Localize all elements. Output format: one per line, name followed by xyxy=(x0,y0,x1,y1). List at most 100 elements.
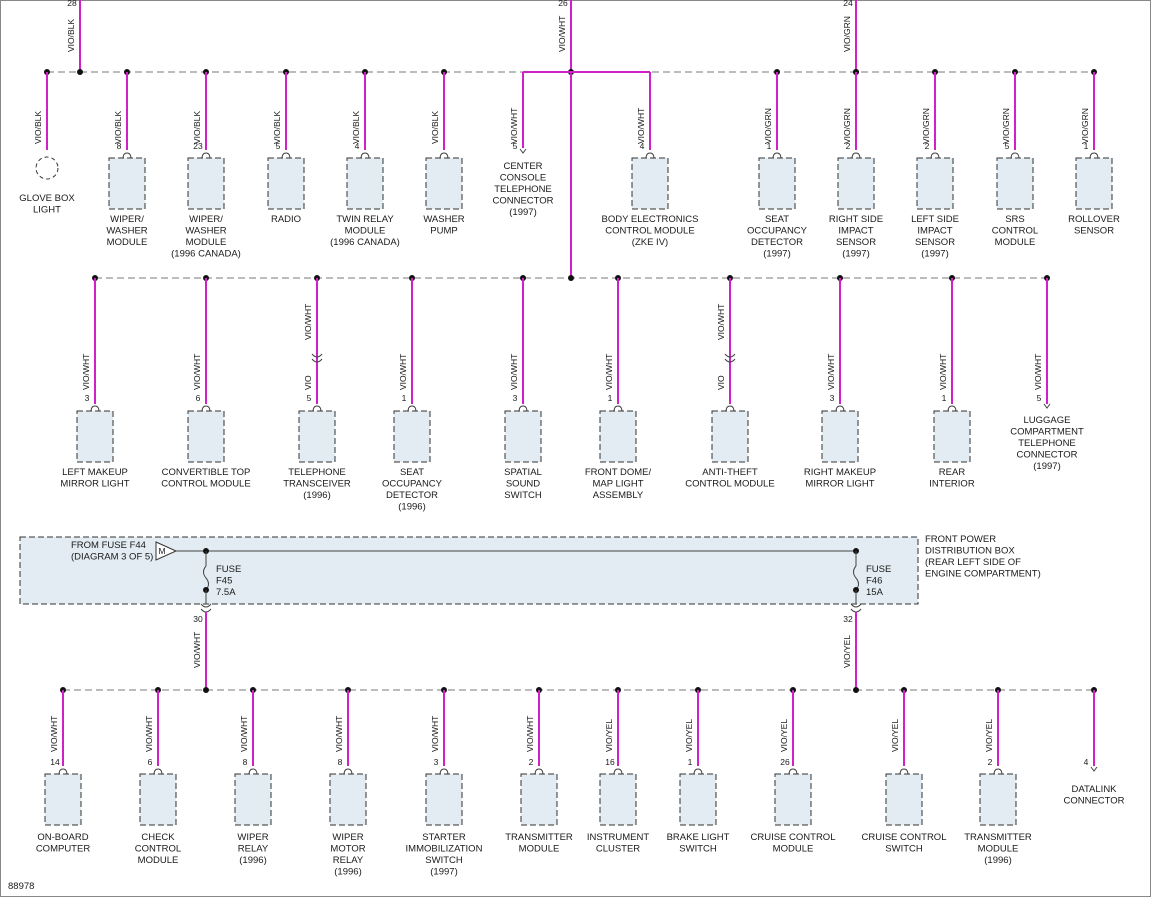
terminal-hook xyxy=(312,405,322,413)
terminal-hook xyxy=(772,152,782,160)
front-power-distribution-box xyxy=(19,536,919,605)
wire-color-label: VIO/BLK xyxy=(192,111,202,144)
component-box xyxy=(108,157,146,210)
component-box xyxy=(885,773,923,826)
component-box xyxy=(631,157,669,210)
pin-number: 5 xyxy=(513,141,518,151)
component-box xyxy=(44,773,82,826)
wire-color-label: VIO/WHT xyxy=(716,304,726,340)
component-box xyxy=(1075,157,1113,210)
terminal-hook xyxy=(788,768,798,776)
splice-dot xyxy=(77,69,83,75)
terminal-hook xyxy=(534,768,544,776)
wire-color-label: VIO/BLK xyxy=(351,111,361,144)
terminal-hook xyxy=(613,405,623,413)
pin-number: 8 xyxy=(117,141,122,151)
fuse-icon xyxy=(203,565,209,591)
pin-number: 3 xyxy=(830,393,835,403)
pin-number: 6 xyxy=(196,393,201,403)
wire-color-label: VIO/GRN xyxy=(842,108,852,144)
pin-number: 2 xyxy=(988,757,993,767)
wire-color-label: VIO/WHT xyxy=(144,716,154,752)
pin-number: 2 xyxy=(846,141,851,151)
component-box xyxy=(916,157,954,210)
terminal-hook xyxy=(1010,152,1020,160)
pin-number: 26 xyxy=(780,757,790,767)
wire-color-label: VIO/WHT xyxy=(525,716,535,752)
wire-color-label: VIO/BLK xyxy=(33,111,43,144)
wire-color-label: VIO/YEL xyxy=(779,719,789,752)
connector-arrow xyxy=(1090,766,1098,772)
pin-number: 1 xyxy=(1084,141,1089,151)
terminal-hook xyxy=(343,768,353,776)
wire-color-label: VIO/WHT xyxy=(509,354,519,390)
component-label: RADIO xyxy=(271,214,301,225)
component-box xyxy=(393,410,431,463)
wire-color-label: VIO/BLK xyxy=(113,111,123,144)
wire-color-label: VIO/GRN xyxy=(1001,108,1011,144)
feed-circuit-24: 24 xyxy=(843,0,853,8)
terminal-hook xyxy=(518,405,528,413)
terminal-hook xyxy=(58,768,68,776)
pin-number: 2 xyxy=(925,141,930,151)
terminal-hook xyxy=(122,152,132,160)
feed-circuit-26: 26 xyxy=(558,0,568,8)
component-box xyxy=(679,773,717,826)
pin-number: 1 xyxy=(767,141,772,151)
pin-number: 3 xyxy=(513,393,518,403)
pin-number: 1 xyxy=(608,393,613,403)
glove-box-lamp-icon xyxy=(35,156,59,180)
pin-number: 1 xyxy=(402,393,407,403)
wire-color-label: VIO/BLK xyxy=(272,111,282,144)
terminal-hook xyxy=(613,768,623,776)
wire-color-label: VIO/WHT xyxy=(430,716,440,752)
pin-number: 5 xyxy=(276,141,281,151)
splice-dot xyxy=(203,687,209,693)
pin-number: 4 xyxy=(1084,757,1089,767)
terminal-hook xyxy=(360,152,370,160)
component-box xyxy=(520,773,558,826)
connector-arrow xyxy=(1043,403,1051,409)
wire-color-label: VIO/GRN xyxy=(1080,108,1090,144)
feed-circuit-28: 28 xyxy=(67,0,77,8)
wire-color-label: VIO/GRN xyxy=(763,108,773,144)
component-box xyxy=(774,773,812,826)
pin-number: 4 xyxy=(640,141,645,151)
pin-number: 8 xyxy=(338,757,343,767)
splice-dot xyxy=(853,687,859,693)
wire-color-label: VIO/BLK xyxy=(430,111,440,144)
fuse-icon xyxy=(853,565,859,591)
wire-color-label: VIO/WHT xyxy=(398,354,408,390)
terminal-hook xyxy=(407,405,417,413)
wire-color-label: VIO/WHT xyxy=(49,716,59,752)
wire-color-label: VIO/WHT xyxy=(303,304,313,340)
terminal-hook xyxy=(153,768,163,776)
fuse-output-connector xyxy=(850,603,862,613)
wire-color-label: VIO/YEL xyxy=(890,719,900,752)
terminal-hook xyxy=(947,405,957,413)
source-connector-tag: M xyxy=(158,546,165,556)
pin-number: 16 xyxy=(605,757,615,767)
pin-number: 3 xyxy=(85,393,90,403)
component-box xyxy=(298,410,336,463)
wire-color-label: VIO/YEL xyxy=(604,719,614,752)
terminal-hook xyxy=(439,768,449,776)
wire-color-label: VIO/WHT xyxy=(81,354,91,390)
